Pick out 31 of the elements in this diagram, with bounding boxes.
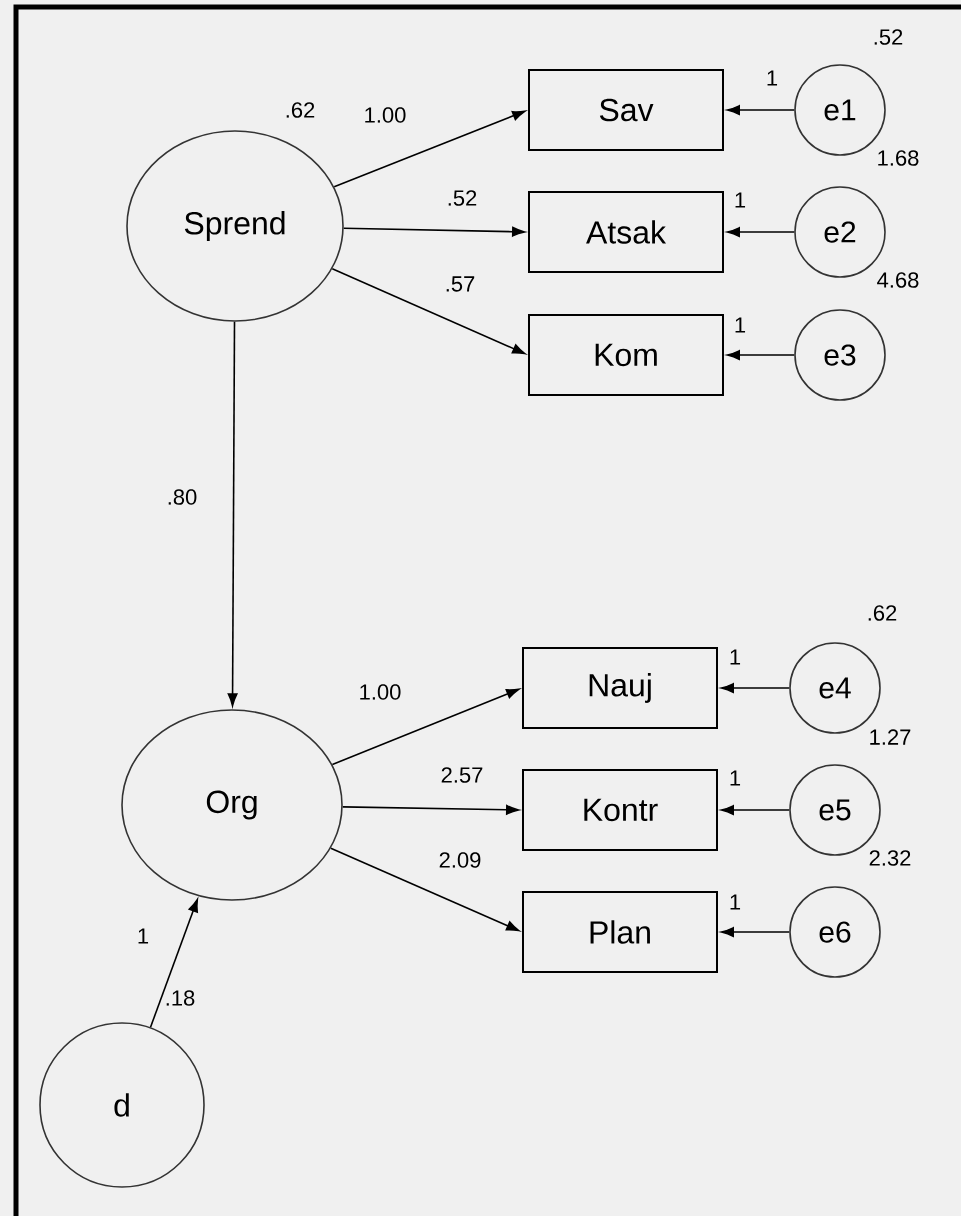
edge-label: 1.00 [362,106,408,124]
arrow [227,321,238,707]
edge-label: 2.09 [437,851,483,869]
edge-label: .57 [443,275,477,293]
edge-label: .52 [445,189,479,207]
variance-label: .62 [286,102,315,118]
arrow [720,927,790,937]
observed-box: Kom [528,314,724,396]
arrow [720,805,790,815]
observed-box: Atsak [528,191,724,273]
edge-label: 1.00 [357,683,403,701]
arrow [726,105,795,115]
arrow [726,227,795,237]
arrow [726,350,795,360]
variance-label: .52 [874,29,903,45]
edge-label: .80 [165,488,199,506]
arrow [333,110,526,188]
arrow [330,847,520,932]
arrow [331,268,526,355]
observed-box: Sav [528,69,724,151]
arrow [342,226,526,237]
observed-box: Nauj [522,647,718,729]
arrow [341,804,520,815]
arrow [149,898,199,1029]
observed-box: Kontr [522,769,718,851]
variance-label: .18 [166,990,195,1006]
arrow [720,683,790,693]
edge-label: 2.57 [439,766,485,784]
observed-box: Plan [522,891,718,973]
arrow [331,688,520,766]
variance-label: .62 [868,605,897,621]
